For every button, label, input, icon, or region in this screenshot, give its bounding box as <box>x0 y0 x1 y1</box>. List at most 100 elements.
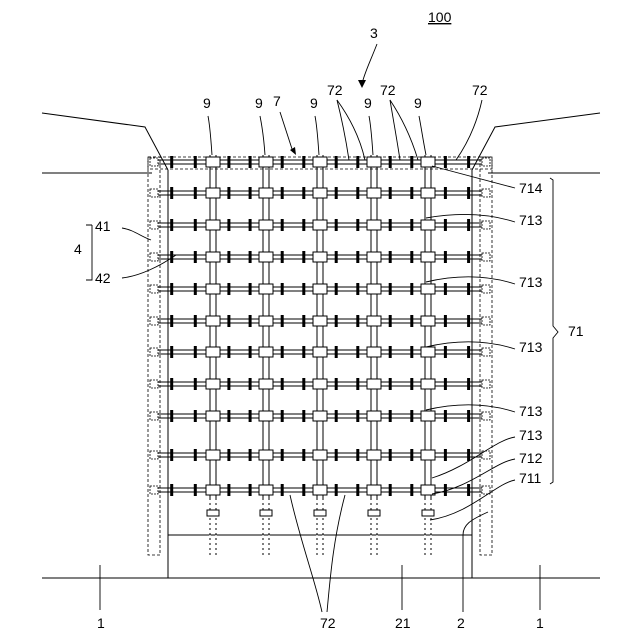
strut-joint <box>335 378 338 390</box>
strut-joint <box>281 187 284 199</box>
pile-connector-right <box>482 285 490 293</box>
leader-72a2 <box>337 100 365 160</box>
label-1-right: 1 <box>536 615 544 631</box>
strut-joint <box>356 378 359 390</box>
strut-joint <box>194 378 197 390</box>
column-node <box>367 316 381 326</box>
label-7: 7 <box>273 93 281 109</box>
label-9-b: 9 <box>255 95 263 111</box>
column-node <box>367 188 381 198</box>
strut-joint <box>227 449 230 461</box>
strut-joint <box>302 315 305 327</box>
strut-joint <box>227 346 230 358</box>
column-node <box>259 188 273 198</box>
strut-joint <box>249 410 252 422</box>
column-node <box>313 379 327 389</box>
strut-joint <box>281 449 284 461</box>
leader-7 <box>280 112 293 152</box>
leader-72-bottom-2 <box>327 495 345 612</box>
column-node <box>421 220 435 230</box>
column-cap <box>368 510 380 516</box>
strut-joint <box>356 251 359 263</box>
label-21: 21 <box>395 615 411 631</box>
arrow-7 <box>290 147 296 155</box>
strut-joint <box>410 219 413 231</box>
strut-joint <box>335 346 338 358</box>
pile-connector-left <box>150 189 158 197</box>
column-node <box>313 347 327 357</box>
strut-joint <box>335 449 338 461</box>
strut-joint <box>170 378 173 390</box>
strut-joint <box>194 484 197 496</box>
strut-joint <box>302 484 305 496</box>
strut-joint <box>335 410 338 422</box>
strut-joint <box>444 449 447 461</box>
strut-joint <box>281 283 284 295</box>
strut-joint <box>194 283 197 295</box>
column-node <box>259 284 273 294</box>
strut-joint <box>227 378 230 390</box>
label-713-a: 713 <box>519 212 543 228</box>
leader-713b <box>426 277 515 284</box>
strut-joint <box>249 449 252 461</box>
column-node <box>367 450 381 460</box>
pile-connector-left <box>150 380 158 388</box>
column-node <box>313 188 327 198</box>
strut-joint <box>281 156 284 168</box>
strut-joint <box>356 346 359 358</box>
column-cap <box>314 510 326 516</box>
column-node <box>206 347 220 357</box>
strut-joint <box>410 449 413 461</box>
column-node <box>206 379 220 389</box>
label-72-a: 72 <box>327 82 343 98</box>
leader-41 <box>122 228 151 240</box>
strut-joint <box>356 449 359 461</box>
strut-joint <box>302 410 305 422</box>
column-node <box>259 450 273 460</box>
leader-714 <box>432 166 515 188</box>
strut-joint <box>335 315 338 327</box>
label-72-c: 72 <box>472 82 488 98</box>
strut-joint <box>170 410 173 422</box>
strut-joint <box>302 378 305 390</box>
pile-connector-left <box>150 486 158 494</box>
column-node <box>206 252 220 262</box>
label-9-e: 9 <box>414 95 422 111</box>
strut-joint <box>356 219 359 231</box>
column-node <box>421 411 435 421</box>
strut-joint <box>410 251 413 263</box>
pile-connector-left <box>150 317 158 325</box>
label-72-bottom: 72 <box>320 615 336 631</box>
strut-joint <box>170 219 173 231</box>
strut-joint <box>249 346 252 358</box>
strut-joint <box>467 346 470 358</box>
strut-joint <box>410 484 413 496</box>
strut-joint <box>389 283 392 295</box>
pile-connector-left <box>150 221 158 229</box>
strut-joint <box>335 484 338 496</box>
strut-joint <box>281 378 284 390</box>
label-71: 71 <box>568 323 584 339</box>
strut-joint <box>335 251 338 263</box>
brace-4 <box>86 225 92 280</box>
strut-joint <box>194 187 197 199</box>
column-node <box>313 411 327 421</box>
strut-joint <box>410 156 413 168</box>
strut-joint <box>389 346 392 358</box>
column-node <box>421 450 435 460</box>
strut-joint <box>302 219 305 231</box>
column-node <box>421 284 435 294</box>
label-9-a: 9 <box>203 95 211 111</box>
leader-9c <box>315 116 319 155</box>
column-node <box>421 188 435 198</box>
label-3: 3 <box>370 25 378 41</box>
label-713-b: 713 <box>519 274 543 290</box>
strut-joint <box>170 187 173 199</box>
strut-joint <box>249 283 252 295</box>
column-node <box>313 485 327 495</box>
column-node <box>206 284 220 294</box>
strut-joint <box>170 283 173 295</box>
strut-grid <box>150 155 490 555</box>
column-node <box>259 252 273 262</box>
strut-joint <box>467 219 470 231</box>
